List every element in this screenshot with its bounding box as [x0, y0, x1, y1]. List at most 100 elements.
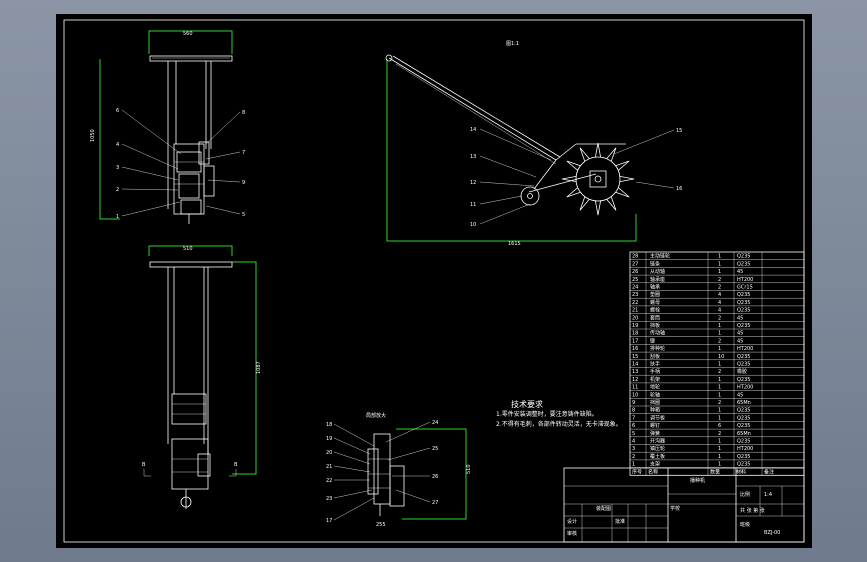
- bom-cell-qty: 1: [718, 346, 721, 352]
- callout-side-16: 16: [676, 186, 682, 192]
- bom-cell-no: 10: [632, 392, 638, 398]
- bom-cell-material: Q235: [737, 408, 750, 414]
- wheel-spike: [595, 200, 601, 216]
- callout-detail-20: 20: [326, 450, 332, 456]
- bom-cell-material: 45: [737, 338, 743, 344]
- bom-cell-material: Q235: [737, 377, 750, 383]
- bom-cell-name: 调节板: [650, 414, 665, 421]
- callout-detail-22: 22: [326, 478, 332, 484]
- callout-front-2: 2: [116, 187, 119, 193]
- bom-cell-no: 27: [632, 261, 638, 267]
- bom-cell-name: 从动轴: [650, 268, 665, 275]
- seeding-wheel: [561, 142, 635, 216]
- callout-side-10: 10: [470, 222, 476, 228]
- callout-detail-17: 17: [326, 518, 332, 524]
- bom-cell-no: 2: [632, 454, 635, 460]
- wheel-spike: [561, 176, 577, 182]
- bom-cell-qty: 2: [718, 285, 721, 291]
- detail-view: 局部放大 510 255 18 19 20 21 22 23 17: [326, 412, 472, 528]
- bom-header-cell: 备注: [764, 468, 774, 475]
- inner-border: [63, 19, 805, 543]
- bom-cell-no: 9: [632, 400, 635, 406]
- bom-cell-no: 11: [632, 385, 638, 391]
- bom-cell-name: 覆土板: [650, 453, 665, 460]
- bom-cell-no: 12: [632, 377, 638, 383]
- bom-cell-material: Q235: [737, 462, 750, 468]
- bom-cell-name: 支架: [650, 461, 660, 468]
- bom-header-cell: 名称: [648, 468, 658, 475]
- bom-cell-material: Q235: [737, 354, 750, 360]
- callout-front-4: 4: [116, 142, 119, 148]
- callout-side-15: 15: [676, 128, 682, 134]
- technical-requirements: 技术要求 1.零件安装调整时，要注意铸件缺陷。 2.不得有毛刺，各部件转动灵活，…: [496, 399, 622, 428]
- dim-detail-height: 510: [466, 464, 472, 474]
- wheel-spike: [579, 196, 590, 211]
- title-approver: 批准: [615, 518, 625, 525]
- bom-cell-material: HT200: [737, 385, 753, 391]
- bom-header-cell: 序号: [632, 468, 642, 475]
- dim-lower-height: 1087: [256, 361, 262, 374]
- bom-cell-no: 4: [632, 439, 635, 445]
- callout-side-14: 14: [470, 127, 476, 133]
- callout-front-3: 3: [116, 165, 119, 171]
- bom-cell-qty: 4: [718, 300, 721, 306]
- callout-front-7: 7: [242, 150, 245, 156]
- bom-cell-name: 开沟器: [650, 438, 665, 445]
- bom-header-cell: 材料: [736, 468, 746, 475]
- bom-cell-no: 23: [632, 292, 638, 298]
- bom-cell-name: 链条: [650, 260, 660, 267]
- bom-cell-material: Q235: [737, 423, 750, 429]
- callout-side-13: 13: [470, 154, 476, 160]
- bom-cell-material: Q235: [737, 415, 750, 421]
- callout-detail-27: 27: [432, 500, 438, 506]
- wheel-spike: [606, 196, 617, 211]
- bom-cell-qty: 6: [718, 423, 721, 429]
- tech-req-heading: 技术要求: [511, 399, 543, 409]
- detail-view-title: 局部放大: [366, 412, 386, 419]
- callout-front-9: 9: [242, 180, 245, 186]
- bom-cell-qty: 1: [718, 269, 721, 275]
- bom-cell-material: Q235: [737, 454, 750, 460]
- bom-cell-qty: 2: [718, 338, 721, 344]
- bom-cell-qty: 1: [718, 331, 721, 337]
- callout-front-6: 6: [116, 108, 119, 114]
- bom-cell-material: 45: [737, 315, 743, 321]
- bom-cell-name: 螺栓: [650, 307, 660, 314]
- bom-cell-no: 13: [632, 369, 638, 375]
- wheel-spike: [615, 187, 630, 198]
- bom-cell-material: Q235: [737, 261, 750, 267]
- bom-cell-name: 扶手: [650, 361, 660, 368]
- bom-cell-material: Q235: [737, 300, 750, 306]
- bom-cell-name: 刮板: [650, 353, 660, 360]
- bom-cell-name: 套筒: [650, 314, 660, 321]
- bom-cell-qty: 2: [718, 400, 721, 406]
- bom-cell-qty: 4: [718, 292, 721, 298]
- bom-cell-material: 65Mn: [737, 431, 751, 437]
- bom-cell-qty: 2: [718, 277, 721, 283]
- bom-cell-qty: 10: [718, 354, 724, 360]
- bom-cell-qty: 4: [718, 308, 721, 314]
- title-drawing-name: 播种机: [690, 477, 705, 484]
- bom-cell-no: 15: [632, 354, 638, 360]
- bom-cell-no: 22: [632, 300, 638, 306]
- callout-front-8: 8: [242, 110, 245, 116]
- bom-cell-material: GCr15: [737, 285, 753, 291]
- callout-detail-24: 24: [432, 420, 438, 426]
- side-view: 图1:1 1615 14 13 12 11 10: [385, 41, 682, 247]
- bom-cell-name: 轴承: [650, 284, 660, 291]
- callout-detail-21: 21: [326, 464, 332, 470]
- bom-cell-material: Q235: [737, 254, 750, 260]
- dim-detail-width: 255: [376, 522, 386, 528]
- bom-cell-qty: 2: [718, 431, 721, 437]
- title-checker: 审核: [567, 530, 577, 537]
- callout-detail-23: 23: [326, 496, 332, 502]
- bom-cell-no: 28: [632, 254, 638, 260]
- bom-cell-no: 26: [632, 269, 638, 275]
- bom-cell-name: 键: [650, 337, 655, 344]
- section-mark-b-left: B: [142, 462, 146, 468]
- bom-cell-no: 18: [632, 331, 638, 337]
- bom-cell-material: Q235: [737, 292, 750, 298]
- bom-cell-name: 手柄: [650, 368, 660, 375]
- bom-cell-no: 6: [632, 423, 635, 429]
